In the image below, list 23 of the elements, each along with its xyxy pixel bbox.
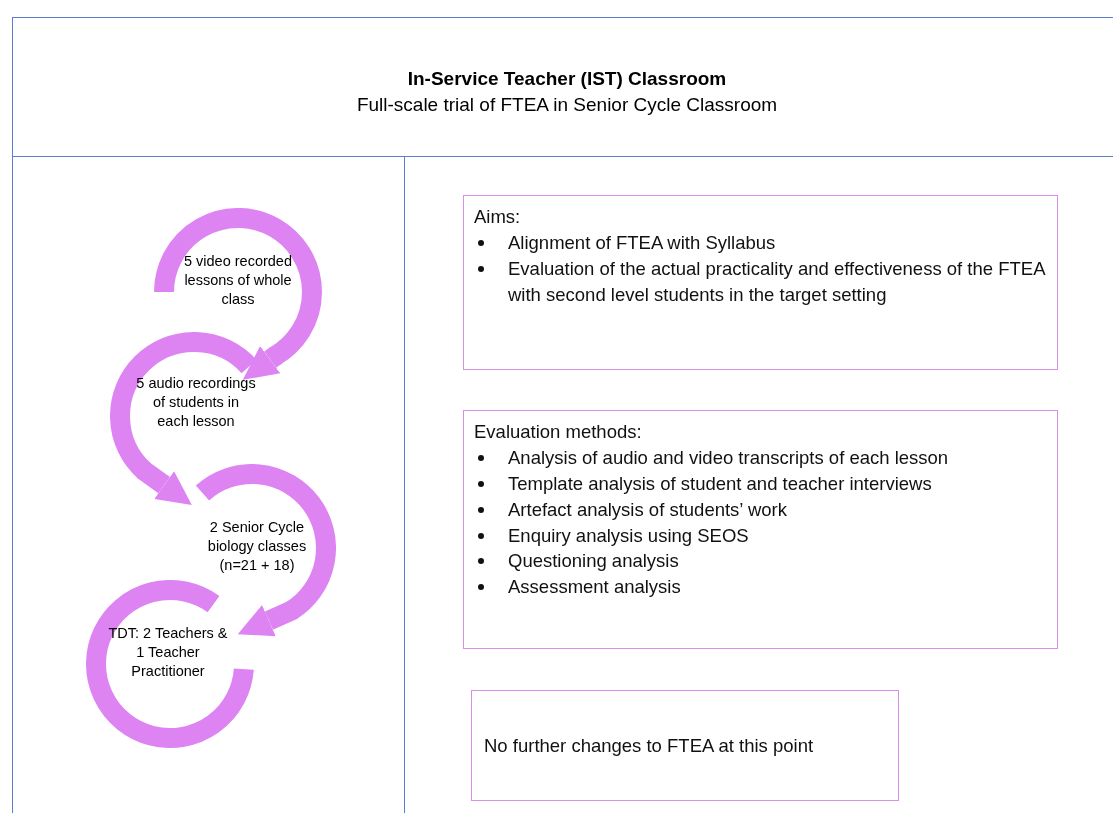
ring-label: 2 Senior Cycle biology classes (n=21 + 18) bbox=[206, 518, 308, 575]
header-subtitle: Full-scale trial of FTEA in Senior Cycle Classroom bbox=[356, 94, 778, 116]
ring-label: TDT: 2 Teachers & 1 Teacher Practitioner bbox=[108, 624, 228, 681]
note-box bbox=[471, 690, 899, 801]
bullet-text: Evaluation of the actual practicality and effectiveness of the FTEA with second level students in the target setting bbox=[508, 256, 1046, 307]
box-heading: Evaluation methods: bbox=[474, 420, 643, 444]
bullet-text: Questioning analysis bbox=[508, 549, 679, 574]
bullet-text: Analysis of audio and video transcripts of each lesson bbox=[508, 445, 949, 470]
ring-label: 5 video recorded lessons of whole class bbox=[183, 252, 293, 309]
bullet-text: Template analysis of student and teacher interviews bbox=[508, 471, 932, 496]
arrow bbox=[237, 600, 298, 637]
ring-label: 5 audio recordings of students in each lesson bbox=[136, 374, 256, 431]
text-box bbox=[463, 195, 1058, 370]
arrow bbox=[137, 461, 192, 505]
bullet-text: Assessment analysis bbox=[508, 575, 681, 600]
box-heading: Aims: bbox=[474, 205, 522, 229]
arrow bbox=[242, 346, 283, 380]
bullet-text: Alignment of FTEA with Syllabus bbox=[508, 230, 776, 255]
bullet-text: Artefact analysis of students’ work bbox=[508, 497, 787, 522]
header-title: In-Service Teacher (IST) Classroom bbox=[407, 68, 727, 90]
bullet-text: Enquiry analysis using SEOS bbox=[508, 523, 749, 548]
text-box bbox=[463, 410, 1058, 649]
note-text: No further changes to FTEA at this point bbox=[484, 733, 815, 758]
